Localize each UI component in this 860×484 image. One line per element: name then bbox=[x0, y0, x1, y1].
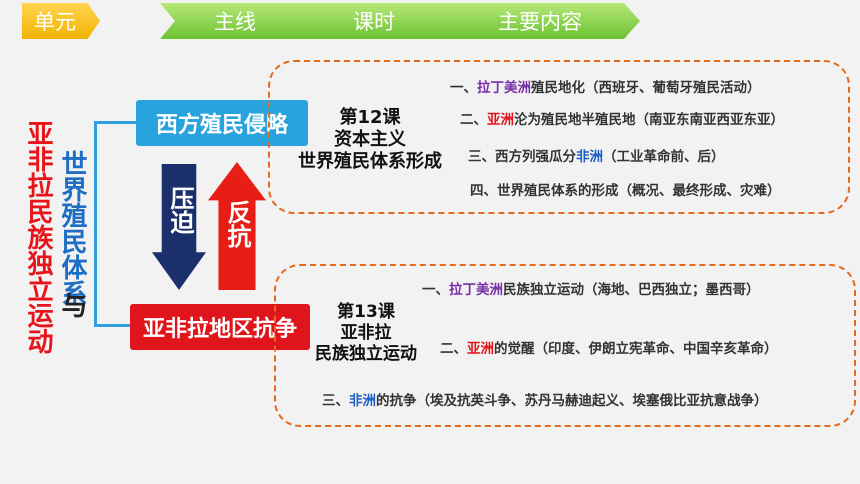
concept-west-colonial: 西方殖民侵略 bbox=[136, 100, 308, 146]
resist-label: 反抗 bbox=[223, 200, 251, 248]
header-unit-tab: 单元 bbox=[22, 3, 100, 39]
lesson12-line2: 资本主义 bbox=[334, 129, 406, 150]
lesson13-item: 二、亚洲的觉醒（印度、伊朗立宪革命、中国辛亥革命） bbox=[440, 341, 778, 357]
lesson12-item: 四、世界殖民体系的形成（概况、最终形成、灾难） bbox=[470, 183, 781, 199]
lesson12-title: 第12课 资本主义 世界殖民体系形成 bbox=[280, 107, 460, 173]
lesson12-line3: 世界殖民体系形成 bbox=[298, 151, 442, 172]
header-content-label: 主要内容 bbox=[498, 10, 582, 34]
lesson13-panel bbox=[274, 264, 856, 427]
unit-title-blue: 世界殖民体系 bbox=[57, 150, 87, 306]
lesson12-item: 一、拉丁美洲殖民地化（西班牙、葡萄牙殖民活动） bbox=[450, 80, 761, 96]
unit-title-conjunction: 与 bbox=[57, 292, 87, 318]
lesson12-panel bbox=[268, 60, 850, 214]
lesson13-title: 第13课 亚非拉 民族独立运动 bbox=[296, 302, 436, 365]
lesson12-item: 三、西方列强瓜分非洲（工业革命前、后） bbox=[468, 149, 725, 165]
header-lesson-label: 课时 bbox=[353, 10, 395, 34]
unit-title-red: 亚非拉民族独立运动 bbox=[23, 120, 53, 354]
header-mainline-label: 主线 bbox=[214, 10, 256, 34]
oppress-label: 压迫 bbox=[166, 186, 194, 234]
lesson12-item: 二、亚洲沦为殖民地半殖民地（南亚东南亚西亚东亚） bbox=[460, 112, 784, 128]
header-content-tab: 主要内容 bbox=[440, 3, 640, 39]
header-lesson-tab: 课时 bbox=[286, 3, 462, 39]
lesson13-line2: 亚非拉 bbox=[340, 323, 392, 343]
lesson13-item: 一、拉丁美洲民族独立运动（海地、巴西独立；墨西哥） bbox=[422, 282, 760, 298]
lesson13-item: 三、非洲的抗争（埃及抗英斗争、苏丹马赫迪起义、埃塞俄比亚抗意战争） bbox=[322, 393, 768, 409]
header-mainline-tab: 主线 bbox=[160, 3, 310, 39]
lesson13-line3: 民族独立运动 bbox=[315, 344, 417, 364]
header-unit-label: 单元 bbox=[34, 10, 76, 34]
lesson12-number: 第12课 bbox=[339, 107, 401, 128]
connector-bracket bbox=[94, 121, 136, 327]
concept-asia-resistance: 亚非拉地区抗争 bbox=[130, 304, 310, 350]
lesson13-number: 第13课 bbox=[337, 302, 395, 322]
